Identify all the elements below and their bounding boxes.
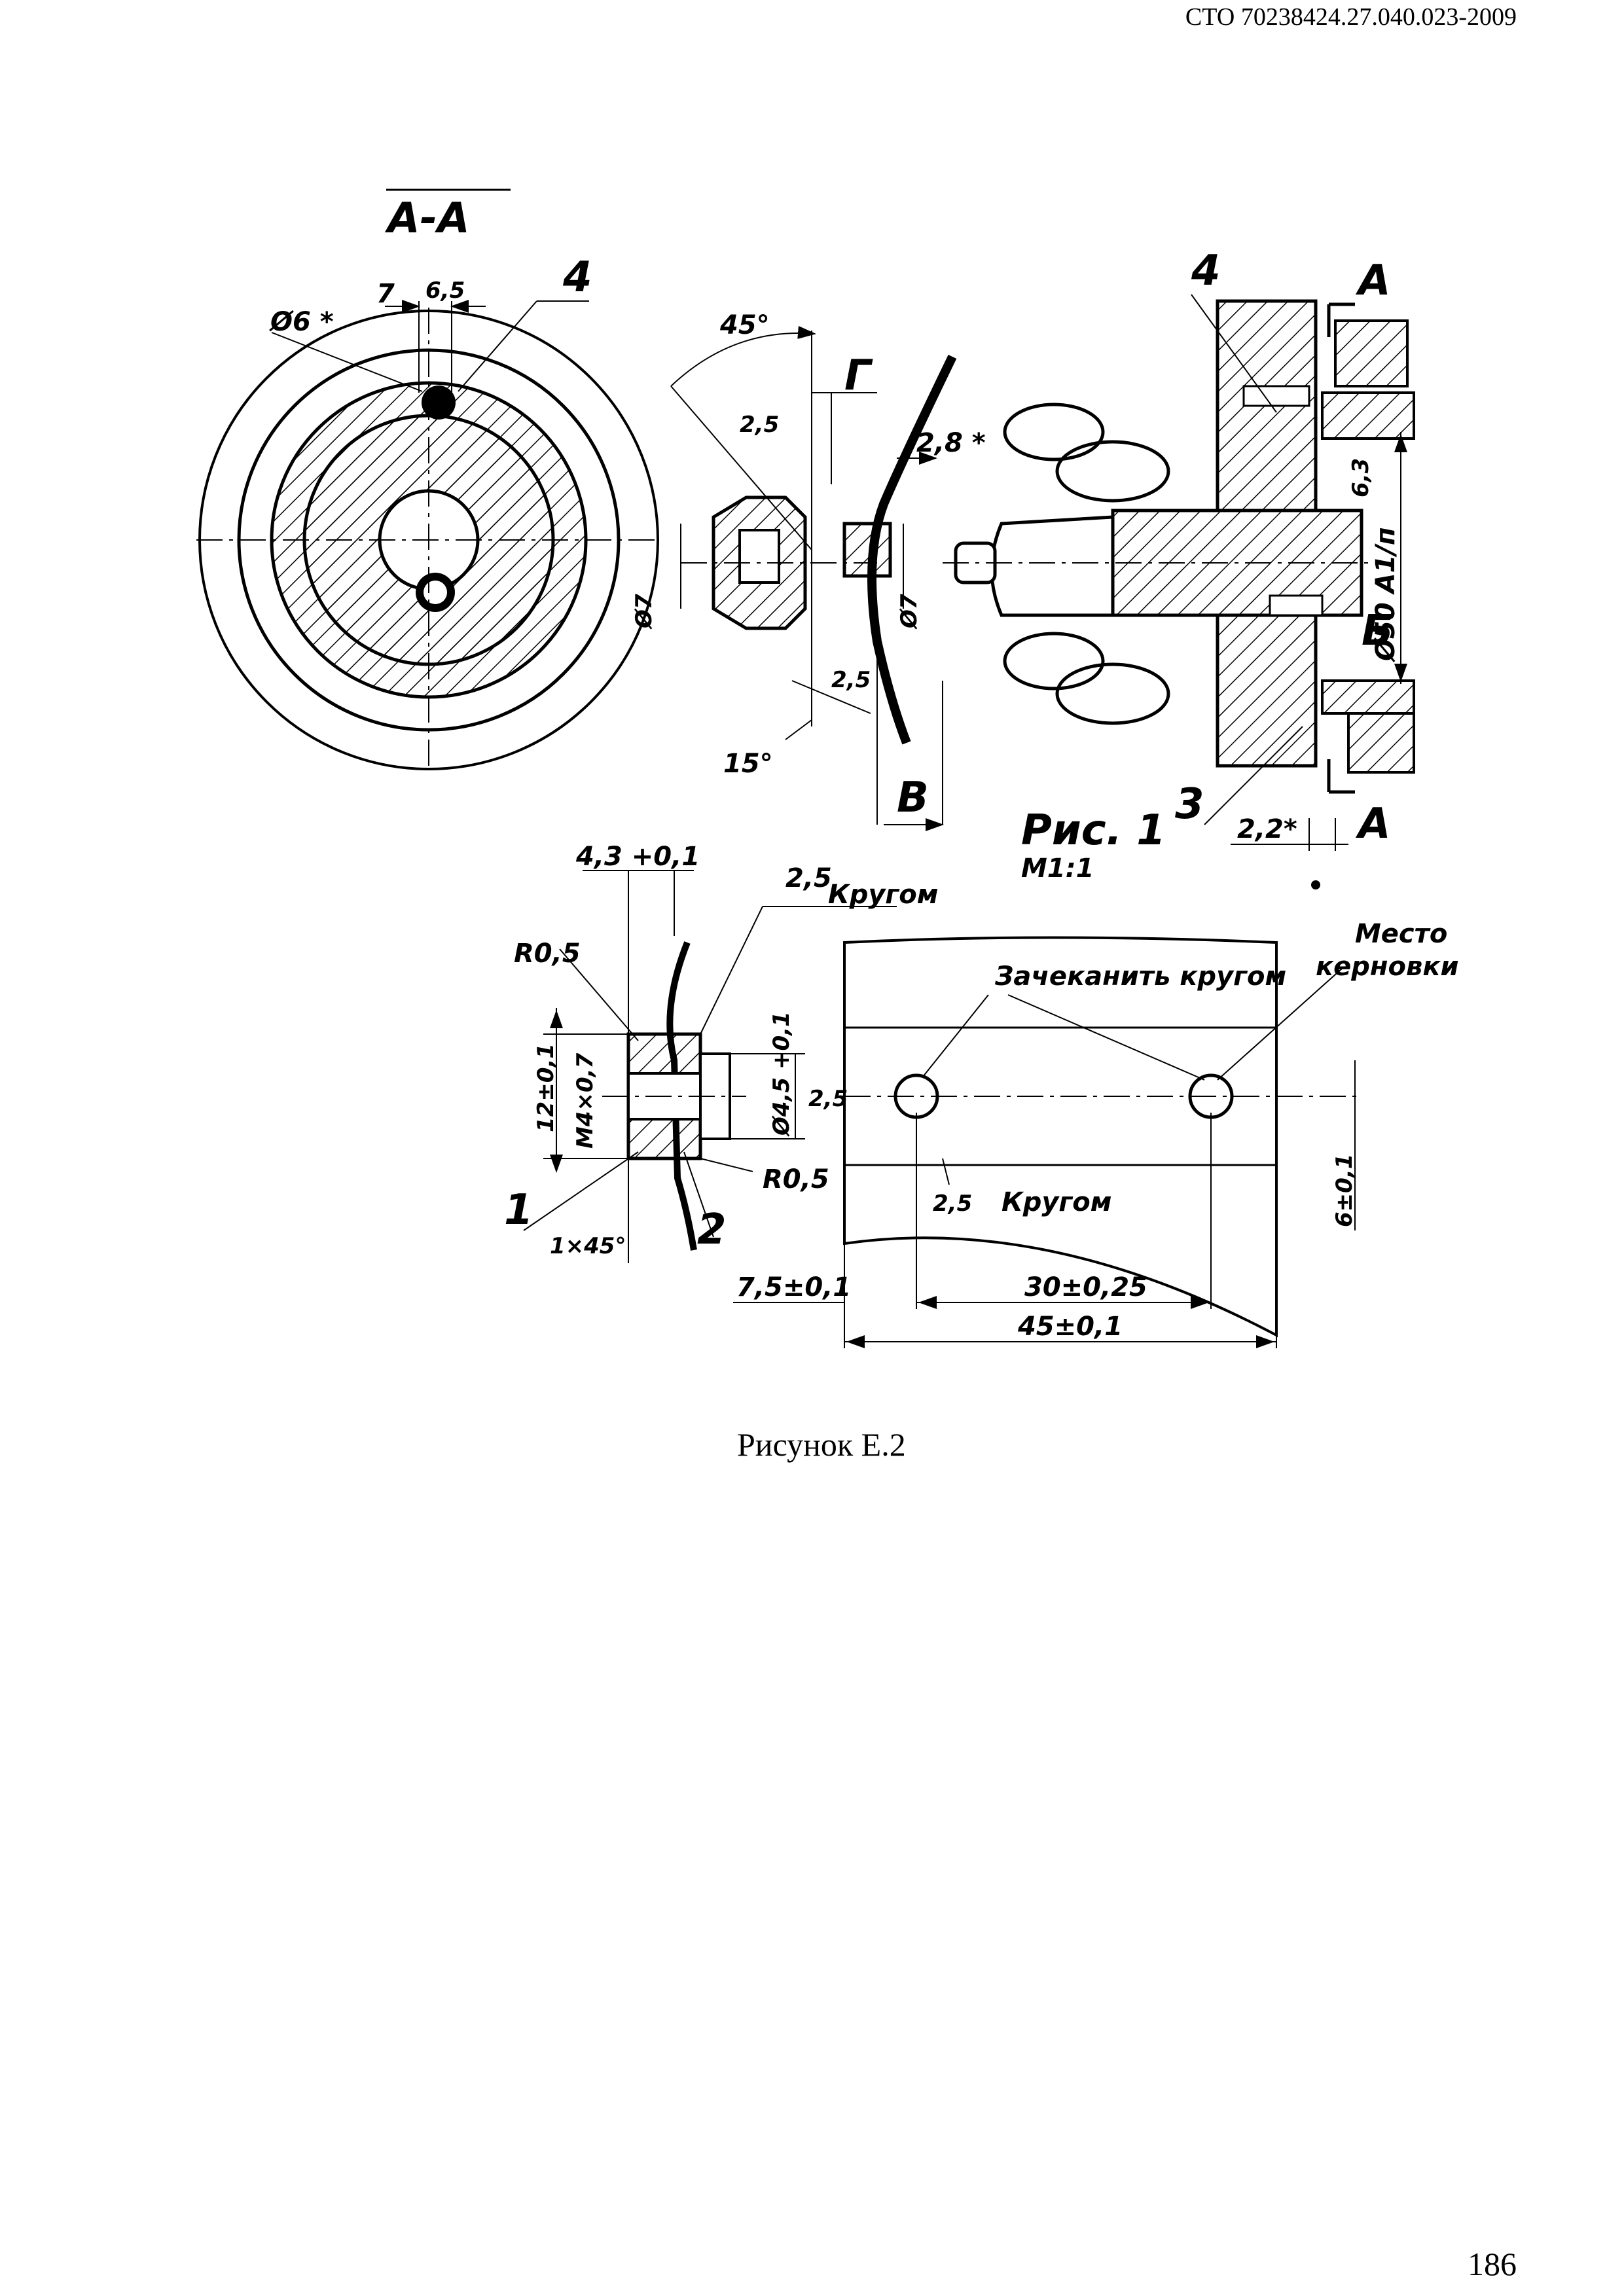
dim-7-top: 7 <box>376 279 395 309</box>
dim-2-8: 2,8 * <box>916 428 986 458</box>
figure-caption: Рисунок Е.2 <box>737 1426 906 1463</box>
krugom-bottom: Кругом <box>1001 1187 1111 1217</box>
section-label-aa: А-А <box>384 194 470 243</box>
dim-7-5: 7,5±0,1 <box>736 1272 851 1302</box>
krugom-top: Кругом <box>828 880 938 910</box>
dim-2-5-side: 2,5 <box>808 1086 848 1112</box>
chamfer-1x45: 1×45° <box>550 1233 626 1259</box>
page-number: 186 <box>1468 2246 1517 2282</box>
dim-d7-left: Ø7 <box>631 594 657 630</box>
dim-2-5-b: 2,5 <box>831 667 871 693</box>
dim-45: 45±0,1 <box>1017 1312 1123 1342</box>
kernovki: керновки <box>1316 952 1459 982</box>
label-a-top: А <box>1355 257 1391 305</box>
dim-2-5-krugom-bottom: 2,5 <box>933 1191 972 1217</box>
dim-2-2: 2,2* <box>1237 814 1297 844</box>
dim-30: 30±0,25 <box>1024 1272 1147 1302</box>
dim-4-3: 4,3 +0,1 <box>575 842 700 872</box>
document-code: СТО 70238424.27.040.023-2009 <box>1185 3 1517 31</box>
dim-d50: Ø50 А1/п <box>1371 527 1401 662</box>
strip-plate <box>733 936 1362 1348</box>
dim-d4-5: Ø4,5 +0,1 <box>768 1011 795 1137</box>
callout-4-right: 4 <box>1191 247 1221 295</box>
zachekanit-krugom: Зачеканить кругом <box>994 961 1286 992</box>
dim-2-5-krugom-top: 2,5 <box>785 863 832 893</box>
dim-d6: Ø6 * <box>269 307 334 337</box>
dim-2-5-a: 2,5 <box>740 412 779 438</box>
dim-m4: М4×0,7 <box>572 1052 598 1149</box>
flange-view <box>943 294 1415 889</box>
middle-view <box>670 325 957 831</box>
r0-5-bottom: R0,5 <box>763 1164 829 1194</box>
fig-title: Рис. 1 <box>1021 806 1166 855</box>
dim-6-5: 6,5 <box>425 278 465 304</box>
dim-12: 12±0,1 <box>533 1043 559 1132</box>
angle-15: 15° <box>723 749 773 779</box>
label-g: Г <box>844 351 873 400</box>
dim-6: 6±0,1 <box>1331 1154 1358 1227</box>
r0-5-top: R0,5 <box>514 939 581 969</box>
section-view-aa <box>196 188 661 772</box>
fig-scale: М1:1 <box>1021 853 1094 884</box>
callout-2: 2 <box>697 1206 727 1254</box>
mesto: Место <box>1355 919 1447 949</box>
dim-6-3: 6,3 <box>1348 458 1374 497</box>
label-a-bottom: А <box>1355 800 1391 848</box>
nut-detail <box>523 870 897 1263</box>
angle-45: 45° <box>719 310 770 340</box>
dim-d7-right: Ø7 <box>896 594 922 630</box>
callout-1: 1 <box>504 1186 533 1234</box>
label-b: Б <box>1362 607 1394 655</box>
label-v: В <box>897 774 929 822</box>
callout-4-left: 4 <box>562 253 592 302</box>
callout-3: 3 <box>1175 780 1204 829</box>
